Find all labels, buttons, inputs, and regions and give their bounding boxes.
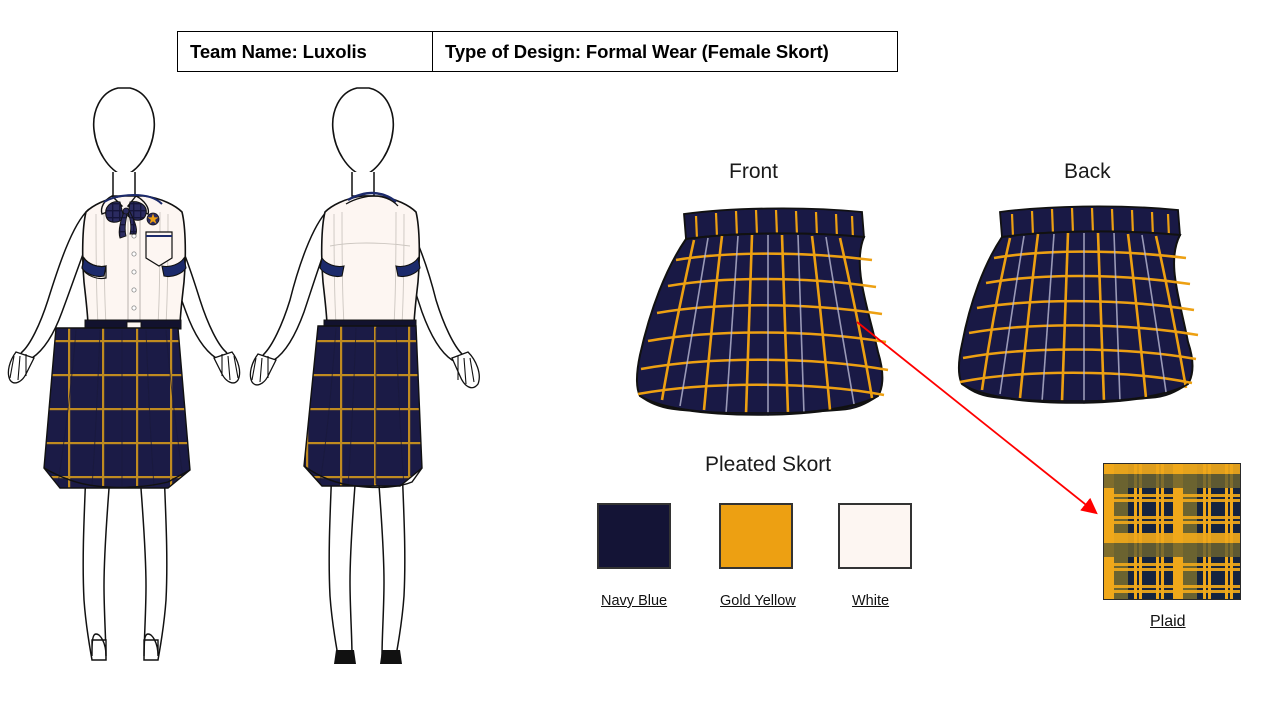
belt-buckle	[126, 321, 142, 331]
skirt-front-figure	[43, 327, 191, 489]
sleeve-trim-right-back	[395, 256, 421, 278]
skirt-back-figure	[303, 325, 423, 489]
shoe-right	[380, 650, 402, 664]
skort-front-plaid-horizontal	[637, 252, 889, 397]
collar-navy-trim-back	[347, 191, 397, 203]
collar-right	[126, 195, 150, 215]
skort-back-body	[958, 230, 1194, 404]
waist-belt-front	[84, 319, 182, 330]
bow-tie	[105, 201, 147, 239]
skort-front-body	[636, 232, 884, 416]
skort-front-pleat-folds	[679, 234, 855, 416]
plaid-pattern-svg	[1104, 464, 1240, 599]
sleeve-trim-right	[161, 256, 187, 278]
skort-back-illustration	[958, 205, 1199, 404]
figure-front-croqui	[7, 87, 241, 661]
swatch-navy-blue	[597, 503, 671, 569]
header-table: Team Name: Luxolis Type of Design: Forma…	[177, 31, 898, 72]
swatch-label-navy-blue: Navy Blue	[601, 593, 668, 609]
crest-emblem	[146, 212, 160, 226]
collar-navy-trim	[103, 193, 163, 205]
label-pleated-skort: Pleated Skort	[705, 453, 832, 476]
skort-front-waistband	[683, 207, 865, 241]
label-back: Back	[1064, 160, 1111, 183]
swatch-label-white: White	[852, 593, 890, 609]
skort-front-plaid-vertical	[660, 234, 874, 415]
swatch-plaid	[1103, 463, 1241, 600]
blouse-back	[320, 195, 421, 327]
shoe-left	[334, 650, 356, 664]
blouse-front	[81, 195, 187, 327]
swatch-label-plaid: Plaid	[1150, 613, 1186, 630]
figure-back-croqui	[249, 87, 480, 664]
sleeve-trim-left	[81, 256, 107, 278]
annotation-arrow-to-plaid	[856, 321, 1098, 515]
header-cell-team-name: Team Name: Luxolis	[178, 32, 433, 71]
skort-front-illustration	[636, 207, 889, 416]
header-cell-design-type: Type of Design: Formal Wear (Female Skor…	[445, 40, 829, 62]
label-front: Front	[729, 160, 779, 183]
skort-back-plaid-vertical	[980, 232, 1188, 403]
skort-back-pleat-folds	[999, 232, 1167, 404]
swatch-label-gold-yellow: Gold Yellow	[720, 593, 796, 609]
skort-back-waistband	[999, 205, 1181, 239]
chest-pocket	[145, 231, 173, 267]
collar-left	[100, 195, 124, 215]
skort-back-plaid-horizontal	[959, 250, 1199, 385]
swatch-white	[838, 503, 912, 569]
sleeve-trim-left-back	[319, 256, 345, 278]
blouse-buttons	[131, 215, 137, 311]
swatch-gold-yellow	[719, 503, 793, 569]
waist-belt-back	[323, 319, 417, 329]
